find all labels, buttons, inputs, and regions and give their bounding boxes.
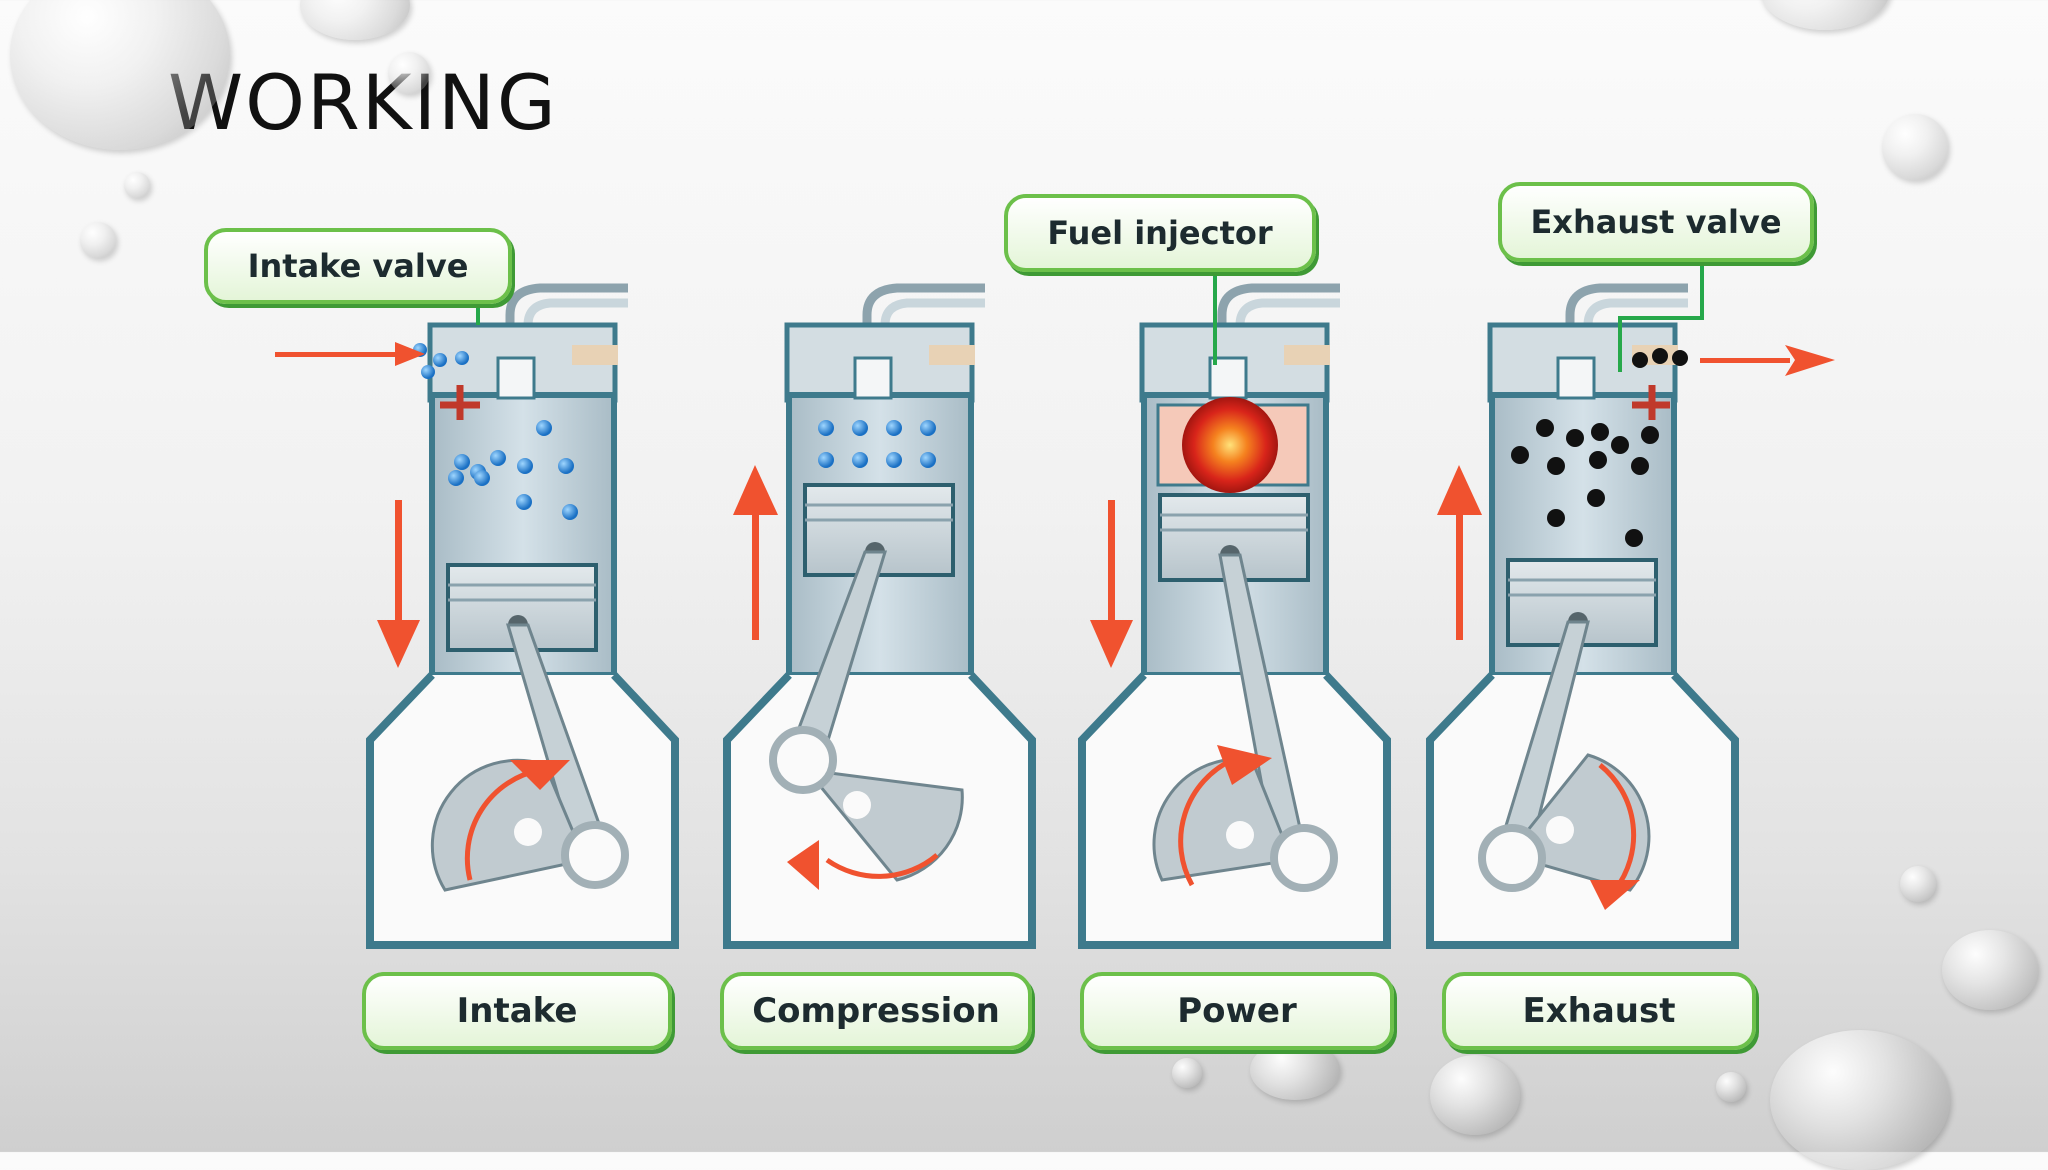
intake-valve-callout: Intake valve (204, 228, 512, 304)
stroke-label-power: Power (1080, 972, 1394, 1050)
engine-power (1078, 283, 1391, 949)
water-drop (1900, 866, 1936, 902)
stroke-label-exhaust: Exhaust (1442, 972, 1756, 1050)
water-drop (1770, 1030, 1950, 1170)
explosion (1156, 397, 1310, 493)
water-drop (1716, 1072, 1746, 1102)
fuel-injector-label: Fuel injector (1047, 214, 1273, 252)
water-drop (1942, 930, 2038, 1010)
direction-arrows (275, 342, 1835, 668)
stroke-label-compression: Compression (720, 972, 1032, 1050)
water-drop (1250, 1040, 1340, 1100)
slide-title: WORKING (168, 58, 558, 147)
exhaust-valve-label: Exhaust valve (1530, 203, 1782, 241)
exhaust-valve-callout: Exhaust valve (1498, 182, 1814, 262)
water-drop (1172, 1058, 1202, 1088)
water-drop (388, 52, 430, 94)
water-drop (10, 0, 230, 150)
stroke-power-text: Power (1177, 991, 1297, 1031)
fuel-particles-intake (413, 343, 578, 520)
water-drop (80, 222, 116, 258)
fuel-particles-compression (818, 420, 936, 468)
engine-intake (366, 283, 679, 949)
engine-exhaust (1426, 283, 1739, 949)
fuel-injector-callout: Fuel injector (1004, 194, 1316, 272)
stroke-exhaust-text: Exhaust (1522, 991, 1676, 1031)
stroke-compression-text: Compression (752, 991, 1000, 1031)
intake-valve-label: Intake valve (247, 247, 469, 285)
water-drop (1430, 1055, 1520, 1135)
water-drop (124, 172, 150, 198)
stroke-label-intake: Intake (362, 972, 672, 1050)
exhaust-particles (1511, 348, 1688, 547)
stroke-intake-text: Intake (456, 991, 578, 1031)
water-drop (1882, 114, 1948, 180)
engine-compression (723, 283, 1036, 949)
